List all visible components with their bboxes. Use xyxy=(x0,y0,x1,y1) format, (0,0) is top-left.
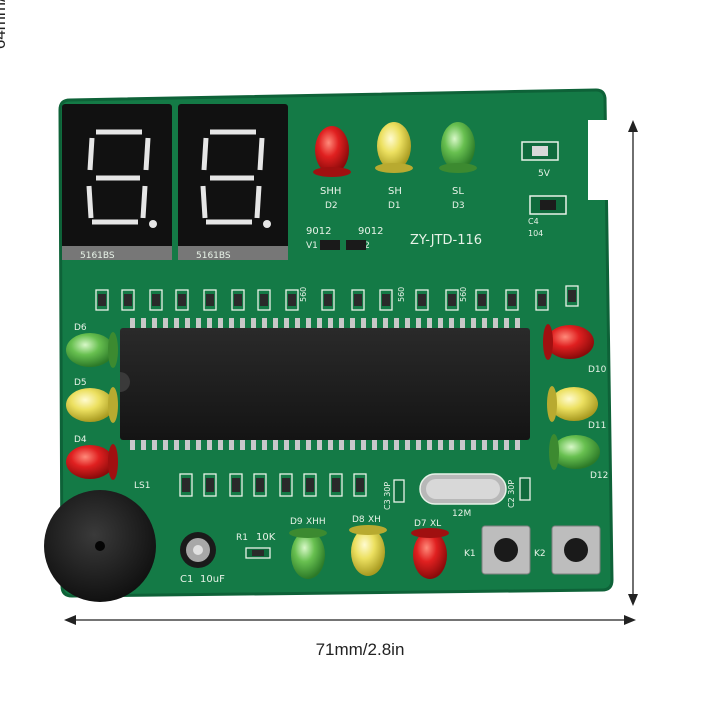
smd-cap-c2 xyxy=(519,477,531,501)
resistor-row-bottom xyxy=(179,473,367,497)
label-resistor-560-b: 560 xyxy=(397,287,406,302)
label-v1: V1 xyxy=(306,241,318,251)
label-sh: SH xyxy=(388,186,402,197)
label-resistor-560-a: 560 xyxy=(299,287,308,302)
label-r1-value: 10K xyxy=(256,532,276,543)
label-d10: D10 xyxy=(588,365,607,375)
label-c3-30p: C3 30P xyxy=(383,482,392,510)
label-d5: D5 xyxy=(74,378,87,388)
led-d10-red xyxy=(543,324,594,360)
electrolytic-capacitor-c1 xyxy=(180,532,216,568)
display-marking-left: 5161BS xyxy=(80,251,115,261)
label-d8: D8 xyxy=(352,515,365,525)
width-dimension-arrow xyxy=(64,615,636,625)
push-button-k2 xyxy=(551,525,601,575)
label-d11: D11 xyxy=(588,421,606,431)
label-d3: D3 xyxy=(452,201,465,211)
label-d12: D12 xyxy=(590,471,608,481)
label-shh: SHH xyxy=(320,186,341,197)
led-d6-green xyxy=(66,332,118,368)
label-transistor-1: 9012 xyxy=(306,226,331,237)
label-c2-30p: C2 30P xyxy=(507,480,516,508)
seven-segment-display-right xyxy=(178,104,288,260)
label-d4: D4 xyxy=(74,435,87,445)
board-model-label: ZY-JTD-116 xyxy=(410,233,482,248)
led-d2-red xyxy=(313,126,351,177)
label-c4: C4 xyxy=(528,217,539,226)
label-d1: D1 xyxy=(388,201,401,211)
resistor-row-top xyxy=(95,285,579,311)
label-5v: 5V xyxy=(538,169,551,179)
label-ls1: LS1 xyxy=(134,481,150,491)
label-xh: XH xyxy=(368,515,381,525)
led-d9-green xyxy=(289,528,327,579)
height-dimension-arrow xyxy=(628,120,638,606)
led-d5-yellow xyxy=(66,387,118,423)
label-k1: K1 xyxy=(464,549,476,559)
resistor-row-bottom-bodies xyxy=(182,478,364,492)
led-d8-yellow xyxy=(349,525,387,576)
pcb-corner-notch xyxy=(588,120,612,200)
label-xl: XL xyxy=(430,519,441,529)
buzzer xyxy=(44,490,156,602)
label-d7: D7 xyxy=(414,519,427,529)
label-xhh: XHH xyxy=(306,517,326,527)
height-dimension-label: 64mm/2.52in xyxy=(0,0,9,50)
display-marking-right: 5161BS xyxy=(196,251,231,261)
transistor-v1 xyxy=(320,240,340,250)
label-resistor-560-c: 560 xyxy=(459,287,468,302)
label-crystal-12m: 12M xyxy=(452,509,471,519)
led-d12-green xyxy=(549,434,600,470)
label-transistor-2: 9012 xyxy=(358,226,383,237)
label-d9: D9 xyxy=(290,517,303,527)
label-104: 104 xyxy=(528,229,543,238)
led-d11-yellow xyxy=(547,386,598,422)
label-r1: R1 xyxy=(236,533,248,543)
width-dimension-label: 71mm/2.8in xyxy=(315,640,405,659)
push-button-k1 xyxy=(481,525,531,575)
led-d3-green xyxy=(439,122,477,173)
label-c1: C1 xyxy=(180,574,193,585)
label-sl: SL xyxy=(452,186,464,197)
led-d4-red xyxy=(66,444,118,480)
led-d1-yellow xyxy=(375,122,413,173)
smd-cap-c3 xyxy=(393,479,405,503)
crystal-oscillator xyxy=(419,473,507,505)
transistor-v2 xyxy=(346,240,366,250)
label-d2: D2 xyxy=(325,201,338,211)
microcontroller-dip40 xyxy=(120,318,530,450)
led-d7-red xyxy=(411,528,449,579)
label-k2: K2 xyxy=(534,549,546,559)
label-d6: D6 xyxy=(74,323,87,333)
seven-segment-display-left xyxy=(62,104,172,260)
label-c1-value: 10uF xyxy=(200,574,225,585)
